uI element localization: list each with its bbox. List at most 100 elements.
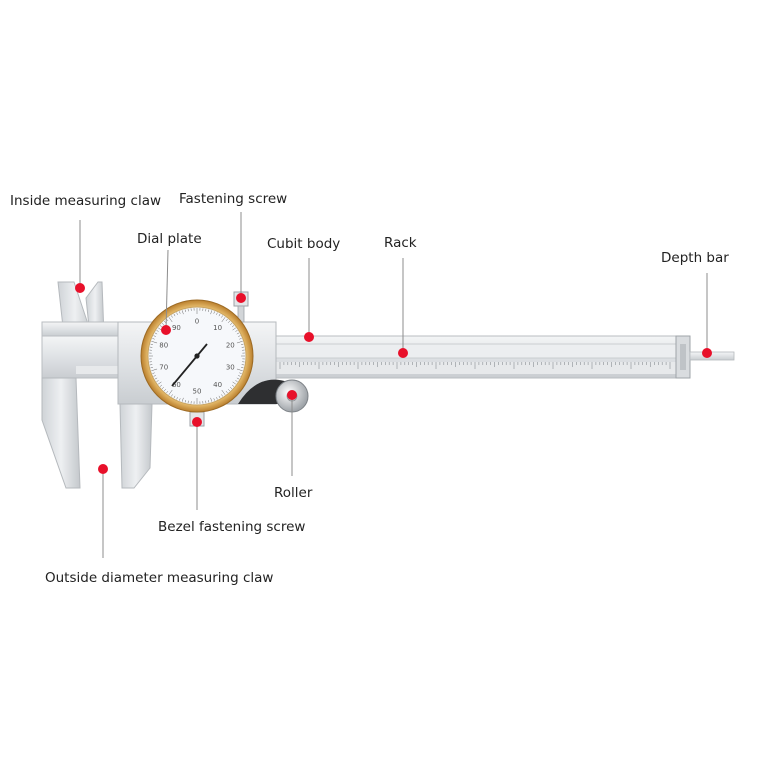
dial-tick	[225, 318, 228, 322]
dial-hub	[194, 353, 200, 359]
dial-number: 30	[226, 363, 235, 371]
dial-tick	[210, 310, 213, 315]
dial-tick	[163, 320, 167, 324]
dial-needle	[171, 355, 198, 387]
label-depth-bar: Depth bar	[661, 250, 729, 266]
marker-depth-bar	[702, 348, 712, 358]
dial-tick	[152, 338, 155, 340]
dial-tick	[152, 372, 155, 374]
thumb-grip	[238, 379, 288, 404]
dial-tick	[231, 325, 235, 328]
dial-tick	[235, 380, 238, 382]
rack-track	[275, 343, 679, 359]
dial-tick	[208, 309, 210, 312]
dial-tick	[239, 372, 242, 374]
dial-ticks	[149, 308, 245, 404]
dial-tick	[218, 313, 221, 317]
marker-fastening-screw	[236, 293, 246, 303]
depth-bar-slot	[680, 344, 686, 370]
label-roller: Roller	[274, 485, 313, 501]
marker-dial-plate	[161, 325, 171, 335]
markers	[75, 283, 712, 474]
marker-roller	[287, 390, 297, 400]
dial-tick	[154, 332, 158, 335]
fixed-outside-jaw	[41, 377, 81, 489]
dial-number: 10	[213, 324, 222, 332]
dial-tick	[232, 327, 236, 331]
dial-tick	[156, 330, 159, 332]
marker-bezel-screw	[192, 417, 202, 427]
dial-tick	[184, 309, 186, 312]
dial-tick	[179, 311, 181, 314]
dial-tick	[151, 368, 158, 372]
dial-tick	[163, 388, 167, 392]
dial-number: 70	[159, 363, 168, 371]
dial-tick	[232, 381, 236, 385]
dial-tick	[238, 375, 241, 377]
dial-tick	[231, 384, 235, 387]
dial-tick	[241, 343, 244, 345]
dial-tick	[210, 397, 213, 402]
dial-tick	[166, 390, 169, 394]
dial-tick	[227, 388, 231, 392]
leader-dial-plate	[165, 249, 169, 331]
dial-tick	[168, 317, 173, 323]
dial-tick	[151, 340, 158, 344]
dial-tick	[156, 380, 159, 382]
dial-tick	[159, 384, 163, 387]
dial-tick	[173, 313, 176, 317]
jaw-scale	[76, 366, 126, 374]
dial-tick	[179, 398, 181, 401]
dial-tick	[150, 367, 153, 369]
dial-tick	[158, 381, 162, 385]
dial-tick	[213, 398, 215, 401]
dial-tick	[159, 325, 163, 328]
dial-tick	[171, 394, 173, 397]
dial-tick	[168, 389, 173, 395]
dial-tick	[176, 397, 178, 400]
dial-number: 40	[213, 381, 222, 389]
dial-tick	[229, 386, 233, 390]
dial-tick	[238, 335, 241, 337]
dial-tick	[153, 375, 156, 377]
leader-lines	[79, 212, 708, 558]
dial-tick	[218, 395, 221, 399]
dial-tick	[181, 310, 184, 315]
head-block	[41, 321, 119, 337]
label-outside-diameter-measuring-claw: Outside diameter measuring claw	[45, 570, 273, 586]
dial-number: 0	[195, 318, 199, 326]
dial-tick	[235, 330, 238, 332]
dial-number: 90	[172, 324, 181, 332]
dial-tick	[173, 395, 176, 399]
dial-tick	[171, 315, 173, 318]
dial-tick	[225, 390, 228, 394]
label-bezel-fastening-screw: Bezel fastening screw	[158, 519, 305, 535]
label-cubit-body: Cubit body	[267, 236, 340, 252]
dial-tick	[150, 343, 153, 345]
dial-tick	[176, 312, 178, 315]
dial-number: 80	[159, 342, 168, 350]
dial-tick	[158, 327, 162, 331]
dial-tick	[181, 397, 184, 402]
dial-tick	[236, 377, 240, 380]
marker-inside-claw	[75, 283, 85, 293]
dial-tick	[221, 389, 226, 395]
dial-tick	[208, 400, 210, 403]
label-inside-measuring-claw: Inside measuring claw	[10, 193, 161, 209]
label-fastening-screw: Fastening screw	[179, 191, 287, 207]
dial-tick	[236, 368, 243, 372]
dial-tick	[229, 322, 233, 326]
dial-tick	[221, 317, 226, 323]
dial-tick	[236, 332, 240, 335]
depth-rod	[689, 351, 735, 361]
moving-outside-jaw	[119, 403, 153, 489]
dial-tick	[216, 312, 218, 315]
dial-tick	[154, 377, 158, 380]
label-dial-plate: Dial plate	[137, 231, 202, 247]
dial-tick	[153, 335, 156, 337]
dial-needle-tail	[196, 343, 208, 357]
dial-number: 50	[193, 388, 202, 396]
